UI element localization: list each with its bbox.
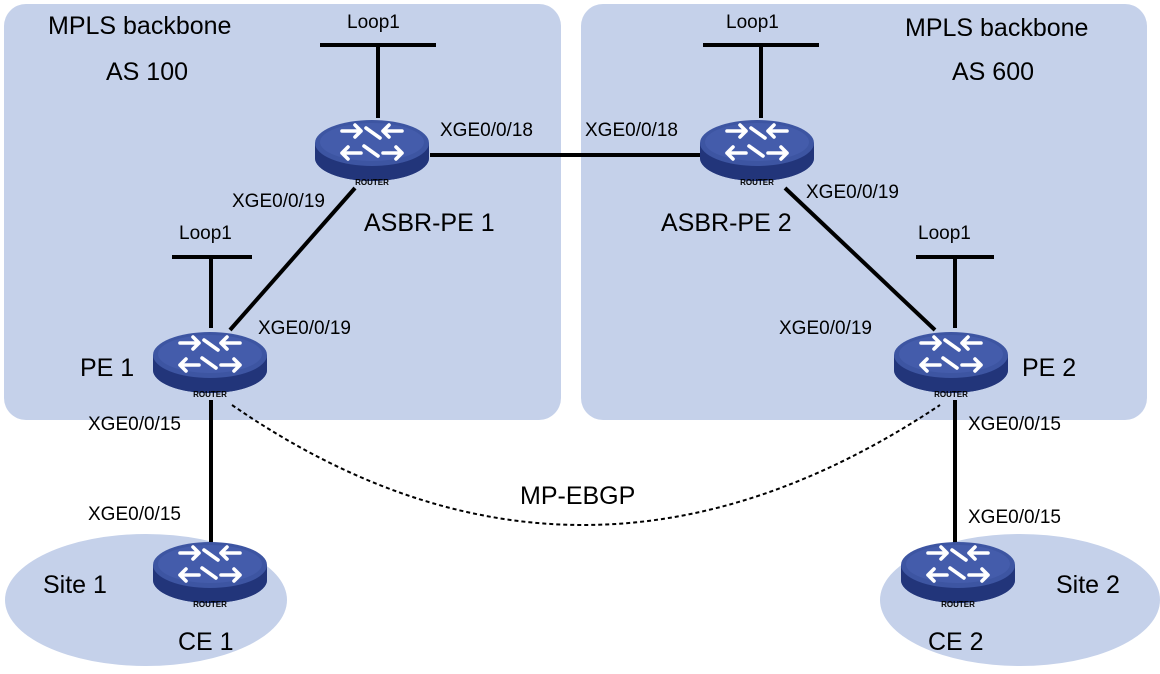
link-asbr2-pe2 (783, 186, 937, 332)
link-asbr1-pe1 (228, 186, 357, 332)
if-pe2-to-ce2: XGE0/0/15 (968, 414, 1061, 435)
if-pe1-to-asbr1: XGE0/0/19 (258, 318, 351, 339)
ce1-name: CE 1 (178, 628, 234, 656)
if-pe1-to-ce1: XGE0/0/15 (88, 414, 181, 435)
router-icon (892, 330, 1010, 395)
if-pe2-to-asbr2: XGE0/0/19 (779, 318, 872, 339)
if-ce1-to-pe1: XGE0/0/15 (88, 504, 181, 525)
asbr1-loopback-marker (320, 43, 436, 118)
if-asbr1-to-asbr2: XGE0/0/18 (440, 120, 533, 141)
router-badge: ROUTER (193, 390, 227, 399)
asbr-pe1-router: ROUTER (313, 118, 431, 187)
pe2-loopback-label: Loop1 (918, 223, 971, 244)
pe2-loopback-marker (916, 255, 994, 328)
mp-ebgp-label: MP-EBGP (520, 482, 635, 510)
pe2-router: ROUTER (892, 330, 1010, 399)
asbr2-loopback-marker (703, 43, 819, 118)
as600-title: MPLS backbone (905, 14, 1088, 42)
if-asbr1-to-pe1: XGE0/0/19 (232, 191, 325, 212)
router-icon (151, 540, 269, 605)
router-icon (698, 118, 816, 183)
ce2-router: ROUTER (899, 540, 1017, 609)
site2-label: Site 2 (1056, 571, 1120, 599)
pe1-router: ROUTER (151, 330, 269, 399)
router-badge: ROUTER (740, 178, 774, 187)
asbr2-loopback-label: Loop1 (726, 12, 779, 33)
router-badge: ROUTER (941, 600, 975, 609)
pe1-loopback-marker (172, 255, 252, 328)
as600-number: AS 600 (952, 58, 1034, 86)
site1-label: Site 1 (43, 571, 107, 599)
if-asbr2-to-asbr1: XGE0/0/18 (585, 120, 678, 141)
router-badge: ROUTER (355, 178, 389, 187)
asbr-pe2-router: ROUTER (698, 118, 816, 187)
as100-number: AS 100 (106, 58, 188, 86)
ce2-name: CE 2 (928, 628, 984, 656)
as100-region (4, 4, 561, 420)
mp-ebgp-session-line (231, 404, 941, 526)
as100-title: MPLS backbone (48, 12, 231, 40)
ce1-router: ROUTER (151, 540, 269, 609)
pe1-loopback-label: Loop1 (179, 223, 232, 244)
if-ce2-to-pe2: XGE0/0/15 (968, 507, 1061, 528)
if-asbr2-to-pe2: XGE0/0/19 (806, 182, 899, 203)
router-icon (313, 118, 431, 183)
router-badge: ROUTER (193, 600, 227, 609)
router-icon (151, 330, 269, 395)
asbr1-loopback-label: Loop1 (347, 12, 400, 33)
router-icon (899, 540, 1017, 605)
pe2-name: PE 2 (1022, 354, 1076, 382)
pe1-name: PE 1 (80, 354, 134, 382)
asbr-pe1-name: ASBR-PE 1 (364, 209, 495, 237)
router-badge: ROUTER (934, 390, 968, 399)
as600-region (581, 4, 1147, 420)
asbr-pe2-name: ASBR-PE 2 (661, 209, 792, 237)
